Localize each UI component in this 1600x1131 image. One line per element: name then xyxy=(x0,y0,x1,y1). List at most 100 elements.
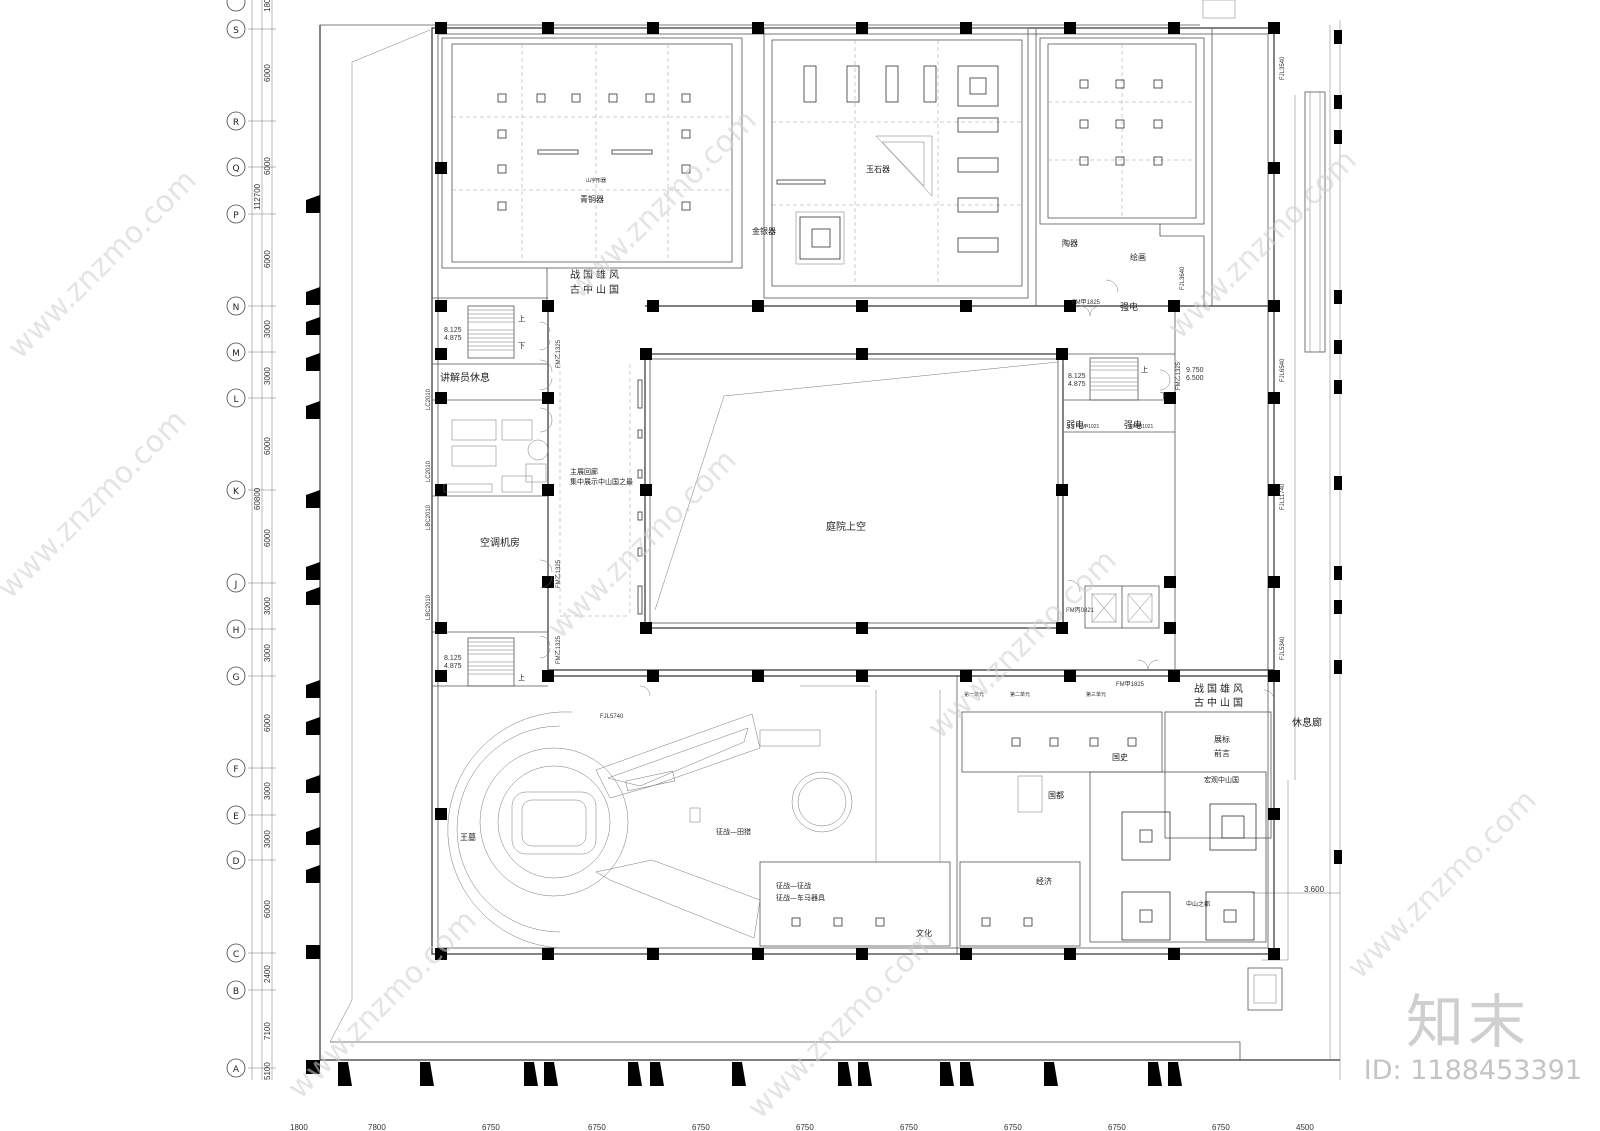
svg-text:2400: 2400 xyxy=(263,965,272,983)
label-culture: 文化 xyxy=(916,928,932,938)
label-ac-room: 空调机房 xyxy=(480,536,520,549)
axis-L: L xyxy=(226,388,246,408)
svg-text:FJL6540: FJL6540 xyxy=(1280,358,1286,382)
label-gold-silver: 金银器 xyxy=(752,226,776,236)
svg-text:4.875: 4.875 xyxy=(1068,381,1086,388)
svg-text:1800: 1800 xyxy=(263,0,272,12)
label-weak-power: 弱电 xyxy=(1066,419,1084,431)
label-capital: 国都 xyxy=(1048,791,1064,800)
svg-text:1800: 1800 xyxy=(290,1123,308,1131)
svg-text:4.875: 4.875 xyxy=(444,663,462,670)
svg-text:6000: 6000 xyxy=(263,714,272,732)
svg-text:B: B xyxy=(233,987,239,997)
label-title-nw-1: 战国雄风 xyxy=(570,268,622,281)
label-rest-corridor: 休息廊 xyxy=(1292,716,1322,729)
svg-text:J: J xyxy=(234,580,238,590)
svg-text:3000: 3000 xyxy=(263,830,272,848)
svg-text:R: R xyxy=(233,118,239,128)
misc-outlines xyxy=(795,135,933,265)
svg-text:7800: 7800 xyxy=(368,1123,386,1131)
svg-text:6750: 6750 xyxy=(1108,1123,1126,1131)
watermark-image-id: ID: 1188453391 xyxy=(1363,1055,1582,1086)
label-painting: 绘画 xyxy=(1130,252,1146,262)
svg-text:3000: 3000 xyxy=(263,597,272,615)
ceiling-grid xyxy=(452,40,1196,617)
svg-text:下: 下 xyxy=(518,342,525,350)
svg-text:9.750: 9.750 xyxy=(1186,367,1204,374)
svg-text:FJL5740: FJL5740 xyxy=(600,714,624,720)
axis-Q: Q xyxy=(226,157,246,177)
label-strong-power-top: 强电 xyxy=(1120,301,1138,313)
axis-K: K xyxy=(226,480,246,500)
label-exhibit-sign: 展标 xyxy=(1214,734,1230,744)
svg-text:6000: 6000 xyxy=(263,157,272,175)
elevators xyxy=(1091,593,1153,623)
axis-S: S xyxy=(226,19,246,39)
svg-text:下: 下 xyxy=(1160,392,1167,400)
door-tags: FM甲1825 FM甲1825 FM乙1325 FM乙1325 FM乙1325 … xyxy=(426,56,1286,720)
label-bronze: 青铜器 xyxy=(580,194,604,204)
svg-text:M: M xyxy=(232,349,240,359)
svg-text:7100: 7100 xyxy=(263,1022,272,1040)
label-main-corridor: 主展回廊 xyxy=(570,467,598,476)
svg-text:N: N xyxy=(233,303,240,313)
axis-N: N xyxy=(226,296,246,316)
structural-columns xyxy=(435,22,1280,960)
axis-C: C xyxy=(226,943,246,963)
svg-text:5100: 5100 xyxy=(263,1062,272,1080)
label-preface: 前言 xyxy=(1214,748,1230,758)
svg-text:LBC2010: LBC2010 xyxy=(426,594,432,620)
svg-text:FJL3540: FJL3540 xyxy=(1280,56,1286,80)
label-overview: 宏观中山国 xyxy=(1204,775,1239,784)
svg-text:www.znzmo.com: www.znzmo.com xyxy=(561,103,764,306)
label-section-2: 第二单元 xyxy=(1010,691,1030,698)
stair-east: 8.125 4.875 9.750 6.500 上 下 xyxy=(1068,357,1204,401)
ceiling-lights xyxy=(497,65,1257,941)
svg-text:www.znzmo.com: www.znzmo.com xyxy=(921,543,1124,746)
svg-text:E: E xyxy=(233,812,239,822)
label-pottery: 陶器 xyxy=(1062,238,1078,248)
svg-text:F: F xyxy=(233,765,238,775)
axis-H: H xyxy=(226,619,246,639)
label-title-east-2: 古中山国 xyxy=(1194,696,1246,709)
watermark-brand: 知末 xyxy=(1405,988,1530,1056)
svg-text:G: G xyxy=(233,673,240,683)
label-section-3: 第三单元 xyxy=(1086,691,1106,698)
svg-text:3.600: 3.600 xyxy=(1304,885,1325,894)
building-walls xyxy=(431,27,1275,955)
svg-text:LC2010: LC2010 xyxy=(426,388,432,410)
svg-text:6750: 6750 xyxy=(1004,1123,1022,1131)
svg-text:4500: 4500 xyxy=(1296,1123,1314,1131)
label-jade: 玉石器 xyxy=(866,165,890,174)
stair-north-west: 8.125 4.875 上 下 xyxy=(444,305,525,359)
svg-text:FM丙0821: FM丙0821 xyxy=(1066,607,1095,614)
svg-text:FM甲1825: FM甲1825 xyxy=(1072,299,1101,306)
label-title-east-1: 战国雄风 xyxy=(1194,682,1246,695)
axis-P: P xyxy=(226,204,246,224)
king-tomb-gallery xyxy=(447,685,941,949)
bottom-dimensions: 1800 7800 6750 6750 6750 6750 6750 6750 … xyxy=(290,1123,1314,1131)
axis-J: J xyxy=(226,573,246,593)
label-shan-vessel: 山字形器 xyxy=(586,177,606,184)
label-main-corridor-sub: 集中展示中山国之最 xyxy=(570,477,633,486)
svg-text:FM甲1825: FM甲1825 xyxy=(1116,681,1145,688)
svg-text:LBC2010: LBC2010 xyxy=(426,504,432,530)
svg-text:8.125: 8.125 xyxy=(444,327,462,334)
svg-text:4.875: 4.875 xyxy=(444,335,462,342)
svg-text:FM乙1325: FM乙1325 xyxy=(1175,361,1182,390)
label-lecturer-rest: 讲解员休息 xyxy=(440,371,490,384)
svg-text:FJL5340: FJL5340 xyxy=(1280,636,1286,660)
svg-text:3000: 3000 xyxy=(263,367,272,385)
svg-text:3000: 3000 xyxy=(263,320,272,338)
svg-text:6000: 6000 xyxy=(263,437,272,455)
svg-text:C: C xyxy=(233,950,239,960)
svg-text:3000: 3000 xyxy=(263,644,272,662)
svg-text:6750: 6750 xyxy=(482,1123,500,1131)
svg-text:www.znzmo.com: www.znzmo.com xyxy=(1341,783,1544,986)
svg-text:6000: 6000 xyxy=(263,900,272,918)
svg-text:P: P xyxy=(233,211,239,221)
svg-text:L: L xyxy=(233,395,238,405)
axis-M: M xyxy=(226,342,246,362)
svg-text:Q: Q xyxy=(232,164,239,174)
label-title-nw-2: 古中山国 xyxy=(570,283,622,296)
